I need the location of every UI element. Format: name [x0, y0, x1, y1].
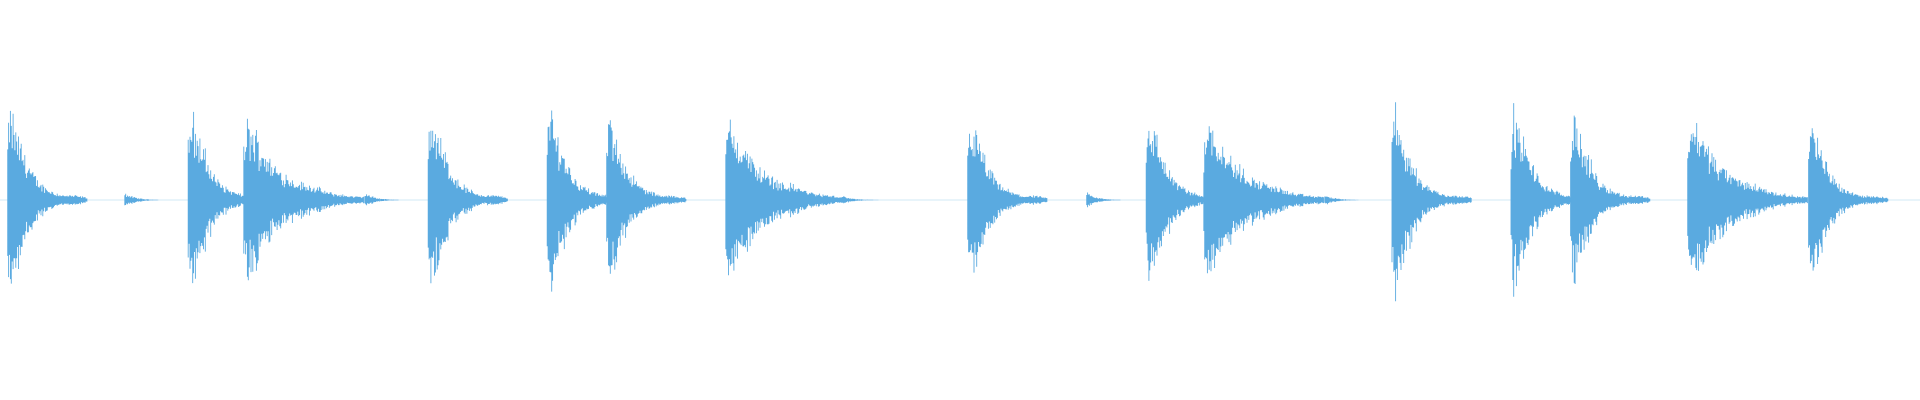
- waveform-hit: [1086, 192, 1121, 208]
- waveform-hit-path: [844, 197, 879, 203]
- waveform-hit-path: [1086, 192, 1121, 208]
- waveform-hits: [7, 102, 1889, 302]
- waveform-hit-path: [364, 194, 399, 206]
- waveform-hit: [1687, 123, 1808, 271]
- waveform-hit-path: [1687, 123, 1808, 271]
- waveform-hit: [124, 193, 159, 206]
- waveform-hit: [844, 197, 879, 203]
- waveform-hit-path: [7, 110, 88, 284]
- waveform-hit-path: [427, 130, 508, 284]
- waveform-hit-path: [243, 118, 364, 281]
- waveform-hit: [967, 130, 1048, 273]
- waveform-hit: [243, 118, 364, 281]
- waveform-hit-path: [1391, 102, 1472, 302]
- waveform-hit-path: [1808, 128, 1889, 271]
- waveform-hit: [725, 119, 846, 276]
- waveform-hit-path: [606, 120, 687, 274]
- waveform-hit: [364, 194, 399, 206]
- waveform-hit: [427, 130, 508, 284]
- waveform-hit-path: [1203, 126, 1324, 274]
- waveform-hit: [1391, 102, 1472, 302]
- waveform-hit: [606, 120, 687, 274]
- waveform-hit: [7, 110, 88, 284]
- waveform-hit-path: [124, 193, 159, 206]
- waveform-hit: [1203, 126, 1324, 274]
- waveform-hit-path: [725, 119, 846, 276]
- waveform-hit: [1570, 115, 1651, 284]
- waveform-hit: [1324, 196, 1359, 205]
- waveform-hit-path: [1570, 115, 1651, 284]
- waveform-hit: [1808, 128, 1889, 271]
- waveform-hit-path: [1324, 196, 1359, 205]
- waveform-hit-path: [967, 130, 1048, 273]
